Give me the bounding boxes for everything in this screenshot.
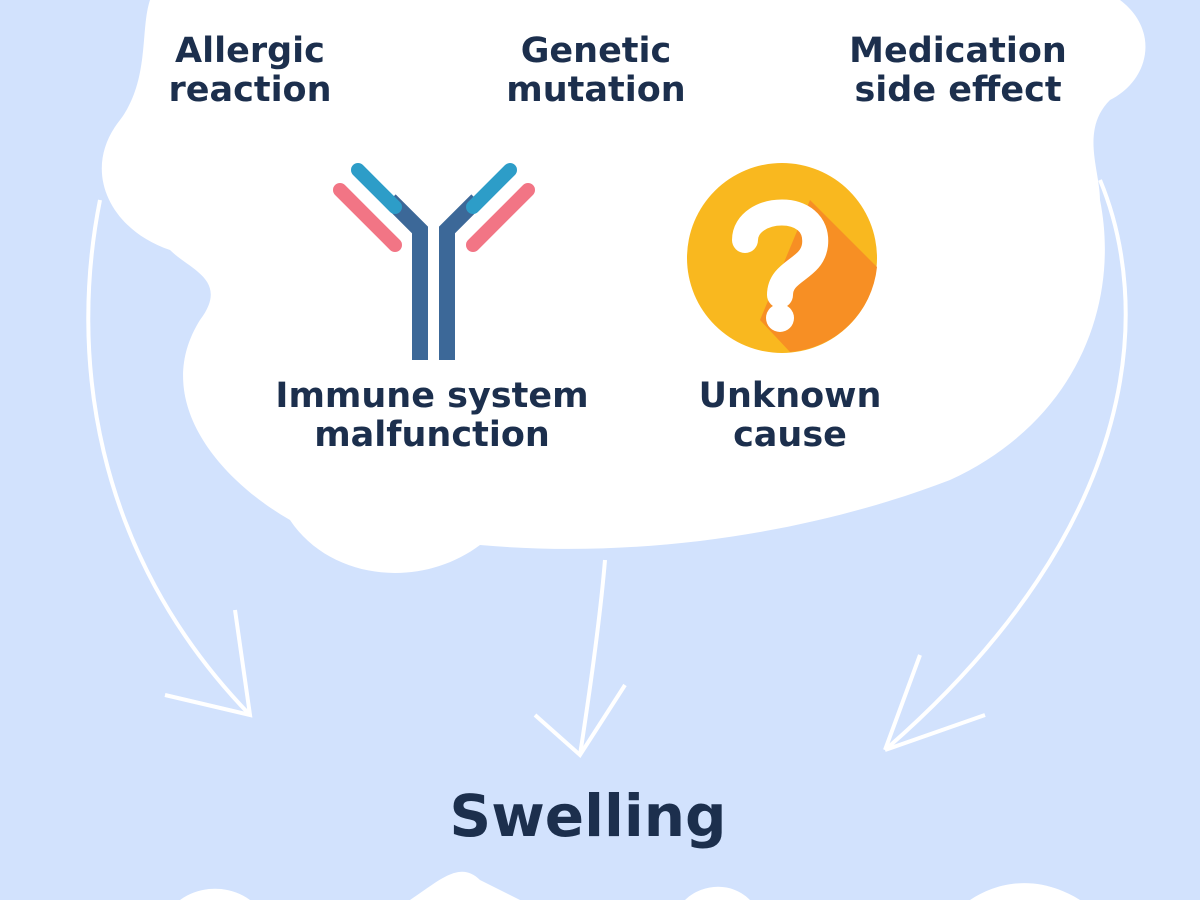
causes-cloud bbox=[101, 0, 1146, 573]
question-mark-icon bbox=[687, 163, 877, 353]
bottom-clouds bbox=[180, 871, 1080, 900]
result-title: Swelling bbox=[449, 782, 727, 850]
arrow-left bbox=[86, 199, 253, 718]
cause-allergic-reaction: Allergic reaction bbox=[168, 31, 332, 110]
cause-genetic-mutation: Genetic mutation bbox=[506, 31, 686, 110]
cause-unknown: Unknown cause bbox=[698, 376, 882, 455]
arrow-right bbox=[883, 179, 1128, 752]
arrow-center bbox=[533, 559, 627, 759]
antibody-icon bbox=[333, 163, 535, 360]
cause-medication-side-effect: Medication side effect bbox=[849, 31, 1067, 110]
cause-immune-system-malfunction: Immune system malfunction bbox=[275, 376, 589, 455]
